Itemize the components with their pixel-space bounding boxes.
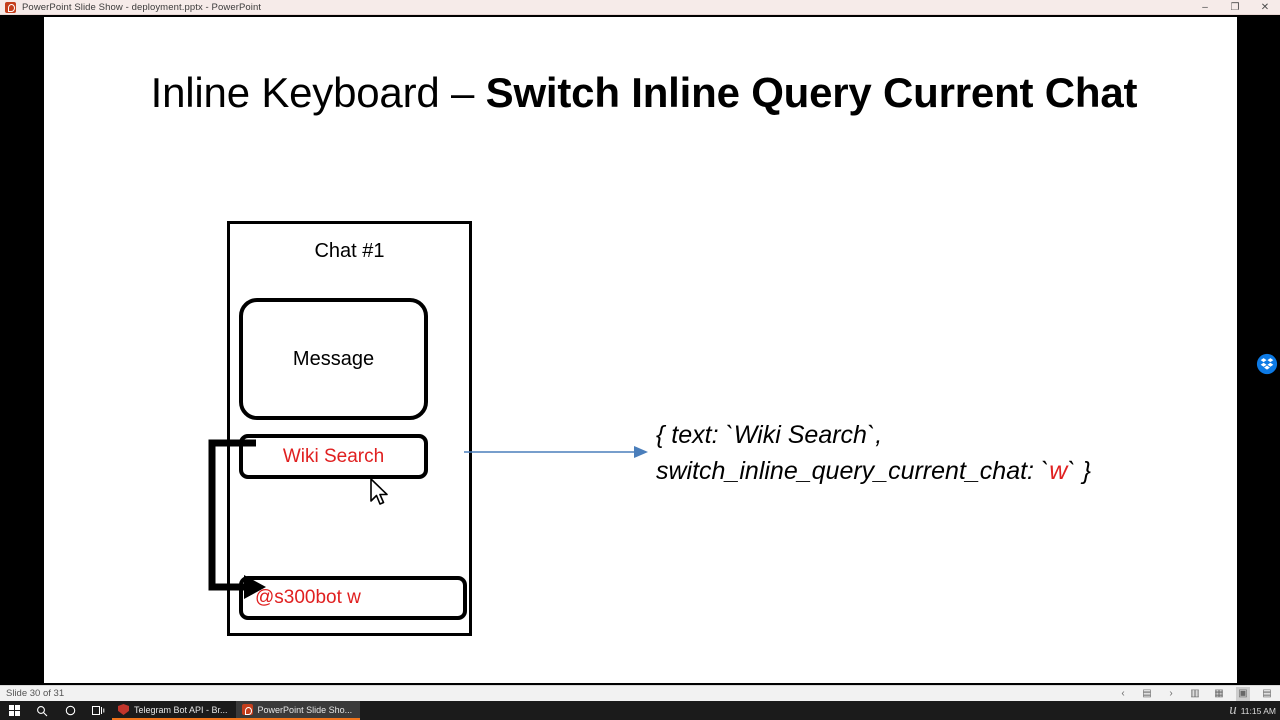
status-bar-controls: ‹ ▤ › ▥ ▦ ▣ ▤ [1116,686,1274,702]
close-button[interactable]: ✕ [1260,1,1270,13]
powerpoint-icon [241,704,253,715]
mouse-cursor [370,478,388,505]
chat-input-field[interactable]: @s300bot w [239,576,467,620]
taskbar: Telegram Bot API - Br... PowerPoint Slid… [0,701,1280,720]
udemy-watermark: u [1229,702,1237,718]
taskbar-system-buttons [0,701,112,720]
feedback-arrow [208,439,266,599]
search-icon[interactable] [28,701,56,720]
slide-show-view-icon[interactable]: ▤ [1262,688,1272,699]
annotation-line-2-suffix: ` } [1067,457,1091,485]
cortana-icon[interactable] [56,701,84,720]
task-view-icon[interactable] [84,701,112,720]
taskbar-clock[interactable]: 11:15 AM [1240,705,1276,716]
connector-arrow [464,446,648,458]
normal-view-icon[interactable]: ▥ [1190,688,1200,699]
page-title-bold: Switch Inline Query Current Chat [485,69,1138,116]
dropbox-icon[interactable] [1256,353,1278,375]
slide-thumbnail-icon[interactable]: ▤ [1142,688,1152,699]
annotation-query-value: w [1049,457,1068,485]
powerpoint-icon [5,1,16,13]
chat-panel-title: Chat #1 [314,240,385,262]
taskbar-item-powerpoint-label: PowerPoint Slide Sho... [257,704,353,715]
inline-keyboard-button-wiki-search[interactable]: Wiki Search [239,434,428,479]
annotation-text: { text: `Wiki Search`, switch_inline_que… [656,417,1216,489]
slide-counter: Slide 30 of 31 [6,688,65,699]
system-tray: u 11:15 AM [1229,701,1276,720]
page-title-light: Inline Keyboard – [150,69,486,116]
taskbar-item-brave-label: Telegram Bot API - Br... [134,704,228,715]
next-slide-icon[interactable]: › [1169,688,1173,699]
taskbar-item-brave[interactable]: Telegram Bot API - Br... [112,701,236,720]
window-controls: – ❐ ✕ [1190,0,1280,15]
slideshow-stage[interactable]: Inline Keyboard – Switch Inline Query Cu… [0,15,1280,685]
previous-slide-icon[interactable]: ‹ [1121,688,1125,699]
minimize-button[interactable]: – [1202,1,1208,13]
start-button[interactable] [0,701,28,720]
annotation-line-1: { text: `Wiki Search`, [656,421,883,449]
reading-view-icon[interactable]: ▣ [1236,687,1250,701]
message-bubble: Message [239,298,428,420]
taskbar-item-powerpoint[interactable]: PowerPoint Slide Sho... [235,701,361,720]
slide-sorter-view-icon[interactable]: ▦ [1214,688,1224,699]
annotation-line-2-prefix: switch_inline_query_current_chat: ` [656,457,1050,485]
window-titlebar: PowerPoint Slide Show - deployment.pptx … [0,0,1280,15]
slide-canvas[interactable]: Inline Keyboard – Switch Inline Query Cu… [44,17,1237,683]
chat-panel: Chat #1 Message Wiki Search @s300bot w [227,221,472,636]
status-bar: Slide 30 of 31 ‹ ▤ › ▥ ▦ ▣ ▤ [0,685,1280,701]
window-title: PowerPoint Slide Show - deployment.pptx … [22,1,262,13]
restore-button[interactable]: ❐ [1230,1,1240,13]
page-title: Inline Keyboard – Switch Inline Query Cu… [144,69,1144,117]
brave-icon [118,704,129,715]
annotation-line-2: switch_inline_query_current_chat: `w` } [656,453,1216,489]
